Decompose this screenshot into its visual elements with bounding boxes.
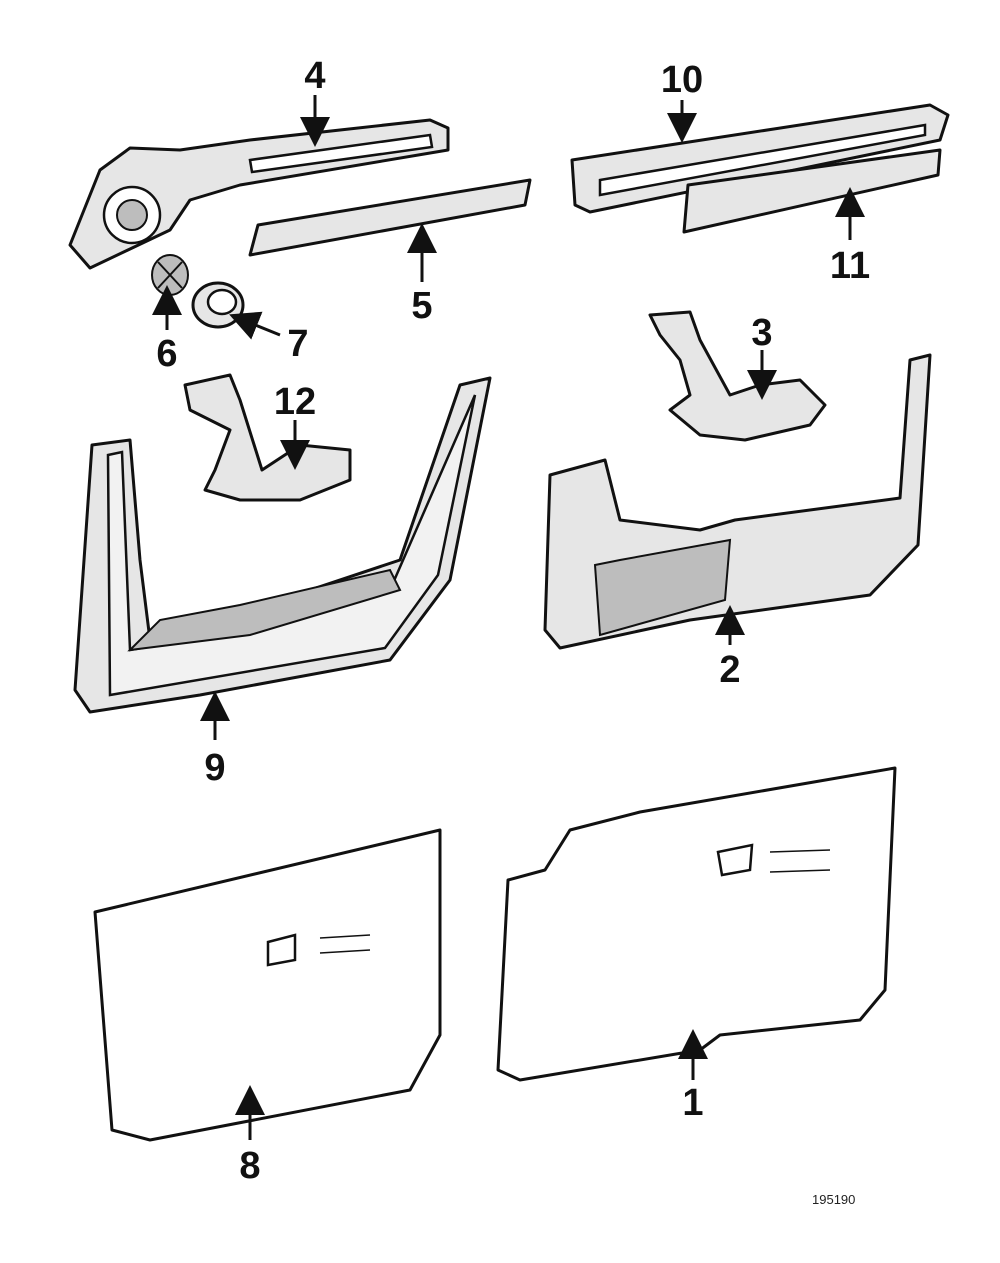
callout-leaders (152, 95, 865, 1140)
part-door-panel-left (93, 828, 442, 1142)
callout-3: 3 (751, 312, 772, 354)
part-trim-strip-right (682, 148, 942, 234)
callout-5: 5 (411, 285, 432, 327)
part-armrest-right (648, 310, 827, 442)
callout-2: 2 (719, 649, 740, 691)
callout-10: 10 (661, 59, 703, 101)
callout-1: 1 (682, 1082, 703, 1124)
part-upper-molding-left (68, 118, 450, 270)
part-trim-strip-left (248, 178, 532, 257)
part-armrest-left (183, 373, 352, 502)
part-door-frame-right (543, 353, 932, 650)
part-upper-molding-right (570, 103, 950, 214)
callout-6: 6 (156, 333, 177, 375)
callout-8: 8 (239, 1145, 260, 1187)
part-bezel-ring (191, 281, 245, 329)
figure-number: 195190 (812, 1192, 855, 1207)
callout-12: 12 (274, 381, 316, 423)
callout-7: 7 (287, 323, 308, 365)
part-speaker-grille (151, 254, 189, 296)
callout-9: 9 (204, 747, 225, 789)
callout-11: 11 (830, 245, 870, 287)
part-door-panel-right (496, 766, 897, 1082)
callout-4: 4 (304, 55, 325, 97)
part-door-frame-left (73, 376, 492, 714)
